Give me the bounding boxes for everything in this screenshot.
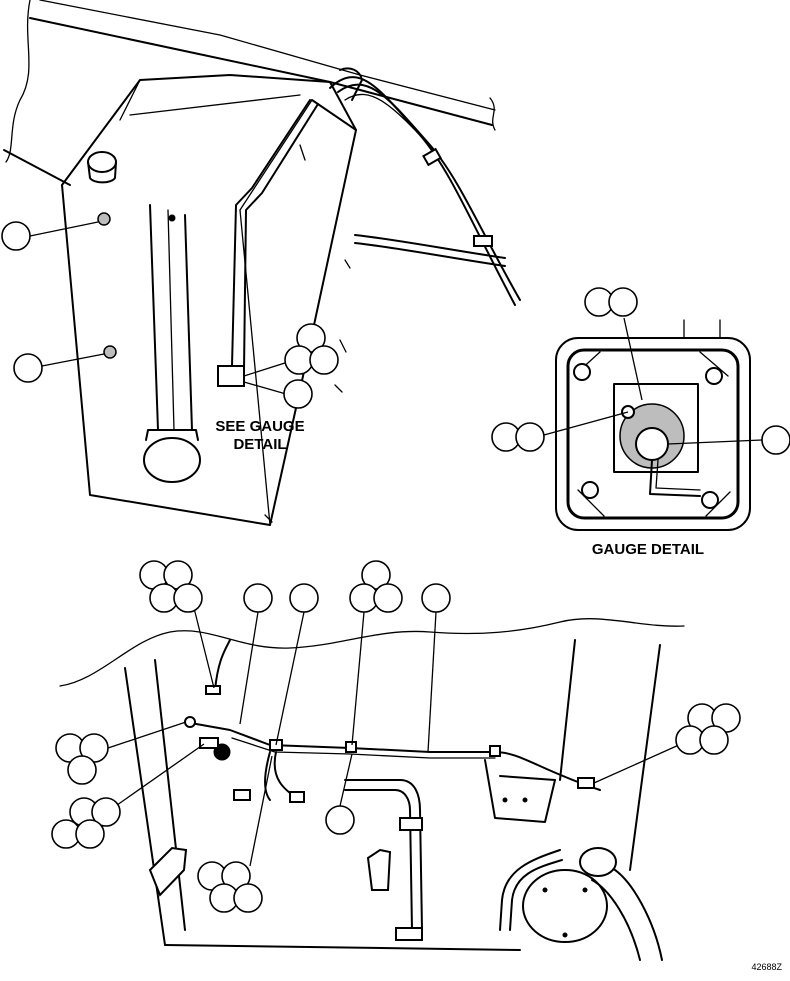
frame-rail-upper bbox=[29, 17, 493, 126]
callout-bubble-gauge-cluster bbox=[243, 323, 339, 409]
harness-clip-3 bbox=[345, 741, 357, 753]
gauge-dial bbox=[635, 427, 669, 461]
callout-bubble-bottom-10 bbox=[593, 703, 741, 784]
harness-plug-left bbox=[199, 737, 219, 749]
bottom-cut-edge bbox=[59, 618, 685, 687]
harness-connector-lower-1 bbox=[233, 789, 251, 801]
gauge-detail-title: GAUGE DETAIL bbox=[592, 541, 704, 558]
callout-bubble-bottom-6 bbox=[55, 721, 187, 785]
callout-bubble-bottom-1 bbox=[139, 560, 215, 689]
bottom-tank-inner-right bbox=[559, 639, 576, 781]
gauge-screw-tr bbox=[705, 367, 723, 385]
gauge-wire bbox=[649, 459, 701, 497]
bottom-tank-inner-left bbox=[154, 659, 186, 931]
drain-plug-lower bbox=[103, 345, 117, 359]
drain-plug-upper bbox=[97, 212, 111, 226]
tank-front-face bbox=[61, 99, 357, 526]
return-line bbox=[499, 849, 561, 931]
callout-bubble-gauge-right bbox=[667, 425, 790, 455]
tank-top-face bbox=[61, 74, 357, 186]
harness-bundle-top bbox=[329, 67, 521, 306]
figure-number: 42688Z bbox=[751, 962, 782, 972]
gauge-mounting-plate bbox=[613, 383, 699, 473]
fuel-line-clamp bbox=[399, 817, 423, 831]
harness-branch-up bbox=[214, 639, 231, 691]
top-view-tank: SEE GAUGE DETAIL bbox=[1, 0, 521, 526]
fuel-line-fitting bbox=[395, 927, 423, 941]
gauge-line-tube-outer bbox=[243, 103, 319, 371]
harness-connector-right bbox=[577, 777, 595, 789]
gauge-detail: GAUGE DETAIL bbox=[491, 287, 790, 558]
gauge-screw-tl bbox=[573, 363, 591, 381]
frame-rail-top-edge bbox=[39, 0, 496, 111]
gauge-screw-br bbox=[701, 491, 719, 509]
mount-bracket-center bbox=[484, 759, 556, 823]
see-gauge-detail-line2: DETAIL bbox=[233, 436, 286, 453]
frame-cut-edge-right bbox=[489, 97, 496, 131]
callout-bubble-top-left-upper bbox=[1, 221, 99, 251]
callout-bubble-bottom-4 bbox=[349, 560, 403, 746]
bottom-tank-bottom-edge bbox=[164, 944, 521, 951]
gauge-screw-bl bbox=[581, 481, 599, 499]
gauge-mount-box bbox=[217, 365, 245, 387]
tank-top-lip bbox=[119, 79, 301, 121]
filler-neck-cap bbox=[579, 847, 617, 877]
frame-rail-lower bbox=[3, 149, 71, 186]
see-gauge-detail-line1: SEE GAUGE bbox=[215, 418, 304, 435]
bottom-tank-left-edge bbox=[124, 667, 166, 946]
fuel-line-outer bbox=[344, 789, 413, 931]
mount-tab-center bbox=[366, 848, 392, 891]
callout-bubble-bottom-9 bbox=[197, 755, 273, 913]
harness-terminal-left bbox=[184, 716, 196, 728]
callout-bubble-bottom-3 bbox=[275, 583, 319, 746]
tank-side-edge bbox=[239, 99, 313, 211]
harness-branch-down bbox=[264, 751, 271, 801]
callout-bubble-bottom-8 bbox=[325, 753, 355, 835]
tank-clips bbox=[264, 144, 351, 523]
harness-clip-4 bbox=[489, 745, 501, 757]
callout-bubble-gauge-left bbox=[491, 411, 629, 452]
gauge-line-tube bbox=[231, 99, 311, 367]
harness-clip-1 bbox=[205, 685, 221, 695]
gauge-panel-bevel bbox=[577, 351, 731, 517]
fuel-line-inner bbox=[344, 779, 423, 931]
callout-bubble-bottom-2 bbox=[239, 583, 273, 725]
gauge-panel-inner bbox=[566, 348, 740, 520]
mount-tab-left bbox=[148, 846, 188, 897]
bottom-view-harness bbox=[51, 560, 741, 961]
callout-bubble-bottom-5 bbox=[421, 583, 451, 753]
filler-neck-pipe bbox=[591, 867, 663, 961]
callout-bubble-bottom-7 bbox=[51, 743, 205, 849]
bottom-tank-right-edge bbox=[629, 644, 661, 871]
gauge-detail-break-lines bbox=[683, 319, 721, 341]
sending-unit-tube bbox=[143, 204, 201, 483]
callout-bubble-top-left-lower bbox=[13, 353, 105, 383]
fill-cap bbox=[87, 151, 117, 184]
frame-cut-edge-left bbox=[5, 0, 31, 163]
callout-bubble-gauge-top bbox=[584, 287, 643, 401]
harness-connector-lower-2 bbox=[289, 791, 305, 803]
